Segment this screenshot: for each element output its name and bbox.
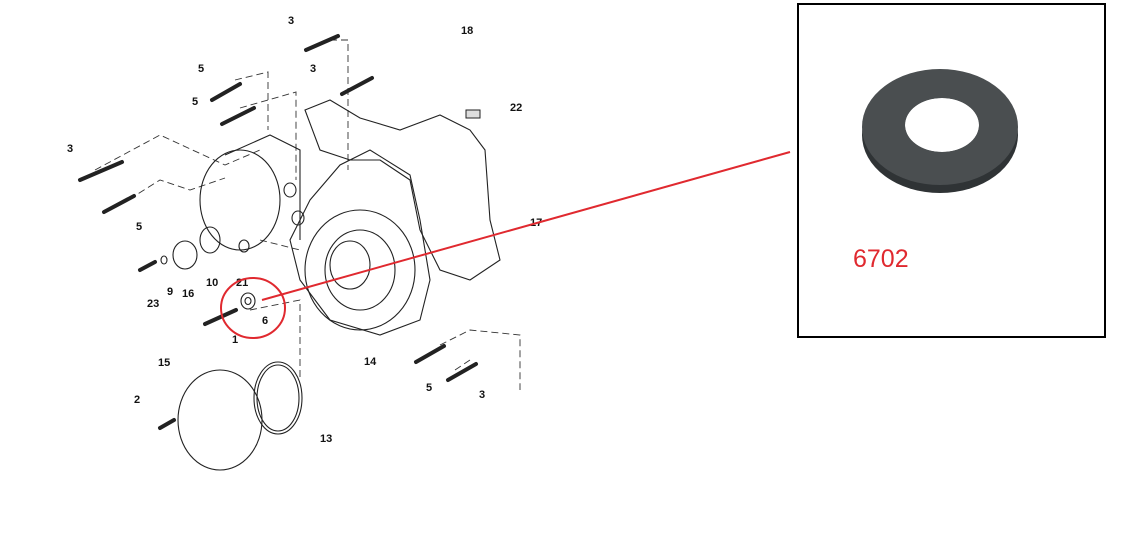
label-6: 6	[262, 315, 268, 327]
label-5: 5	[192, 96, 198, 108]
label-18: 18	[461, 25, 473, 37]
callout-line	[261, 151, 791, 301]
label-1: 1	[232, 334, 238, 346]
cover-parts	[160, 134, 305, 471]
label-9: 9	[167, 286, 173, 298]
dashed-assembly-lines	[94, 39, 521, 390]
label-22: 22	[510, 102, 522, 114]
label-5: 5	[426, 382, 432, 394]
label-16: 16	[182, 288, 194, 300]
label-5: 5	[136, 221, 142, 233]
bolts	[78, 34, 481, 430]
label-5: 5	[198, 63, 204, 75]
label-10: 10	[206, 277, 218, 289]
part-detail-panel: 6702	[797, 3, 1106, 338]
part-number: 6702	[853, 245, 909, 273]
label-3: 3	[288, 15, 294, 27]
label-23: 23	[147, 298, 159, 310]
label-14: 14	[364, 356, 377, 368]
flat-washer-image	[862, 69, 1018, 193]
label-15: 15	[158, 357, 170, 369]
part-labels: 3 18 5 3 5 22 3 5 17 23 9 16 10 21 6 1 1…	[67, 15, 542, 445]
primary-housing	[289, 99, 501, 336]
label-2: 2	[134, 394, 140, 406]
label-3: 3	[479, 389, 485, 401]
highlight-circle	[220, 277, 286, 339]
label-3: 3	[67, 143, 73, 155]
label-3: 3	[310, 63, 316, 75]
label-13: 13	[320, 433, 332, 445]
